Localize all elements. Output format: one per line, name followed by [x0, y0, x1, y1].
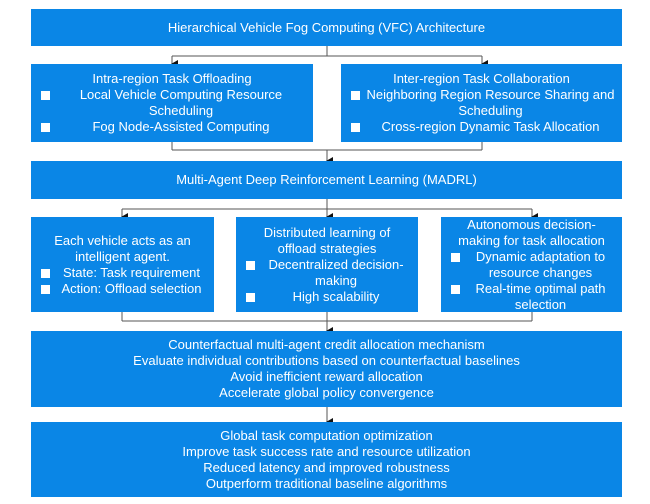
intra-region-title: Intra-region Task Offloading — [92, 71, 252, 86]
outcome-line: Improve task success rate and resource u… — [182, 443, 471, 459]
vfc-architecture-box: Hierarchical Vehicle Fog Computing (VFC)… — [31, 9, 622, 46]
inter-region-list: Neighboring Region Resource Sharing and … — [347, 87, 616, 135]
autonomous-decision-box: Autonomous decision- making for task all… — [441, 217, 622, 312]
outcome-line: Outperform traditional baseline algorith… — [205, 475, 448, 491]
credit-line: Counterfactual multi-agent credit alloca… — [168, 337, 485, 352]
credit-allocation-box: Counterfactual multi-agent credit alloca… — [31, 331, 622, 407]
agent-title-line-2: intelligent agent. — [75, 248, 170, 264]
list-item: High scalability — [242, 289, 412, 305]
credit-line: Avoid inefficient reward allocation — [230, 369, 423, 384]
list-item: Local Vehicle Computing Resource Schedul… — [37, 87, 307, 119]
credit-line: Evaluate individual contributions based … — [133, 353, 520, 368]
list-item: Fog Node-Assisted Computing — [37, 119, 307, 135]
global-optimization-box: Global task computation optimization Imp… — [31, 422, 622, 497]
list-item: Real-time optimal path selection — [447, 281, 616, 313]
list-item: Decentralized decision-making — [242, 257, 412, 289]
inter-region-box: Inter-region Task Collaboration Neighbor… — [341, 64, 622, 142]
distributed-title-line-2: offload strategies — [277, 240, 377, 256]
agent-list: State: Task requirement Action: Offload … — [37, 265, 208, 297]
intra-region-box: Intra-region Task Offloading Local Vehic… — [31, 64, 313, 142]
list-item: Action: Offload selection — [37, 281, 208, 297]
madrl-box: Multi-Agent Deep Reinforcement Learning … — [31, 161, 622, 199]
distributed-learning-box: Distributed learning of offload strategi… — [236, 217, 418, 312]
credit-line: Accelerate global policy convergence — [219, 385, 434, 400]
list-item: Dynamic adaptation to resource changes — [447, 249, 616, 281]
outcome-line: Global task computation optimization — [220, 427, 433, 443]
vfc-architecture-title: Hierarchical Vehicle Fog Computing (VFC)… — [167, 19, 486, 35]
autonomous-title-line-1: Autonomous decision- — [467, 216, 596, 232]
autonomous-title-line-2: making for task allocation — [458, 232, 605, 248]
list-item: State: Task requirement — [37, 265, 208, 281]
list-item: Cross-region Dynamic Task Allocation — [347, 119, 616, 135]
outcome-line: Reduced latency and improved robustness — [203, 459, 450, 475]
distributed-title-line-1: Distributed learning of — [263, 224, 391, 240]
distributed-list: Decentralized decision-making High scala… — [242, 257, 412, 305]
intra-region-list: Local Vehicle Computing Resource Schedul… — [37, 87, 307, 135]
agent-box: Each vehicle acts as an intelligent agen… — [31, 217, 214, 312]
inter-region-title: Inter-region Task Collaboration — [393, 71, 570, 86]
agent-title-line-1: Each vehicle acts as an — [54, 232, 191, 248]
autonomous-list: Dynamic adaptation to resource changes R… — [447, 249, 616, 313]
list-item: Neighboring Region Resource Sharing and … — [347, 87, 616, 119]
madrl-title: Multi-Agent Deep Reinforcement Learning … — [176, 172, 477, 187]
